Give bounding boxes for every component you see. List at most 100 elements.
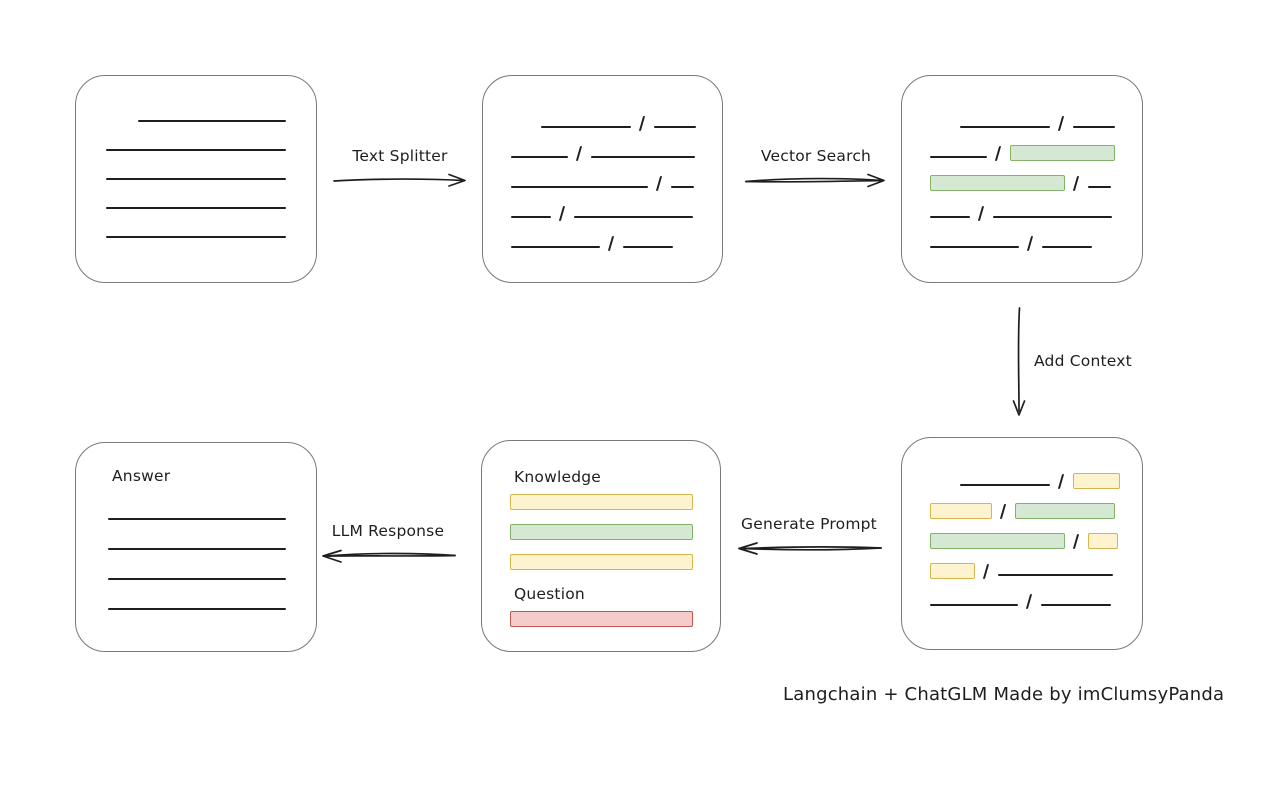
chunk-row [511,235,722,251]
text-line [511,186,648,188]
text-line [106,207,286,209]
green-chunk-bar [930,533,1065,549]
chunk-row [930,473,1142,489]
text-line [1042,246,1092,248]
vector-search-arrow-group: Vector Search [742,146,890,190]
slash-separator [576,146,583,161]
text-line [108,518,286,520]
slash-separator [1058,116,1065,131]
slash-separator [983,564,990,579]
chunk-row [108,567,316,583]
text-line [998,574,1113,576]
add-context-label: Add Context [1034,352,1132,370]
chunk-row [511,205,722,221]
chunk-row [511,145,722,161]
chunk-row [511,175,722,191]
slash-separator [639,116,646,131]
text-splitter-arrow-group: Text Splitter [330,146,470,190]
answer-box: Answer [75,442,317,652]
chunk-row [930,593,1142,609]
chunk-row [510,524,720,540]
text-line [106,149,286,151]
vector-matched-box [901,75,1143,283]
chunk-row [930,563,1142,579]
prompt-heading: Question [514,585,585,603]
slash-separator [1000,504,1007,519]
text-line [541,126,631,128]
answer-heading: Answer [112,467,171,485]
text-line [623,246,673,248]
add-context-arrow-icon [1012,307,1026,416]
chunk-row [510,554,720,570]
text-line [960,126,1050,128]
yellow-chunk-bar [930,503,992,519]
chunk-row [930,145,1142,161]
chunk-row [106,167,316,183]
text-line [960,484,1050,486]
split-chunks-box [482,75,723,283]
text-line [511,246,600,248]
chunk-row [510,611,720,627]
chunk-row [106,109,316,125]
green-chunk-bar [1015,503,1115,519]
llm-response-label: LLM Response [331,522,445,540]
green-chunk-bar [930,175,1065,191]
chunk-row [510,494,720,510]
text-line [654,126,696,128]
yellow-chunk-bar [930,563,975,579]
text-splitter-label: Text Splitter [352,147,448,165]
text-line [108,608,286,610]
slash-separator [995,146,1002,161]
chunk-row [106,196,316,212]
generate-prompt-arrow-group: Generate Prompt [733,514,885,558]
slash-separator [656,176,663,191]
text-line [511,216,551,218]
text-line [108,578,286,580]
text-line [511,156,568,158]
chunk-row [930,235,1142,251]
yellow-chunk-bar [1073,473,1120,489]
text-line [930,604,1018,606]
chunk-row [106,138,316,154]
slash-separator [1058,474,1065,489]
vector-search-arrow-icon [745,173,885,188]
text-line [1088,186,1111,188]
green-chunk-bar [1010,145,1115,161]
text-line [930,246,1019,248]
generate-prompt-arrow-icon [738,542,882,555]
prompt-heading: Knowledge [514,468,602,486]
vector-search-label: Vector Search [760,147,872,165]
green-chunk-bar [510,524,693,540]
slash-separator [1073,534,1080,549]
text-line [108,548,286,550]
chunk-row [108,537,316,553]
text-line [930,156,987,158]
text-line [1041,604,1111,606]
chunk-row [108,597,316,613]
text-line [574,216,693,218]
text-line [671,186,694,188]
slash-separator [608,236,615,251]
text-line [930,216,970,218]
yellow-chunk-bar [510,554,693,570]
chunk-row [930,205,1142,221]
text-line [138,120,286,122]
slash-separator [1073,176,1080,191]
chunk-row [930,115,1142,131]
slash-separator [1027,236,1034,251]
slash-separator [559,206,566,221]
chunk-row [930,503,1142,519]
chunk-row [511,115,722,131]
chunk-row [108,507,316,523]
text-line [993,216,1112,218]
llm-response-arrow-group: LLM Response [318,521,458,565]
text-line [1073,126,1115,128]
generate-prompt-label: Generate Prompt [741,515,877,533]
chunk-row [106,225,316,241]
yellow-chunk-bar [510,494,693,510]
chunk-row [930,175,1142,191]
yellow-chunk-bar [1088,533,1118,549]
text-line [106,178,286,180]
slash-separator [978,206,985,221]
